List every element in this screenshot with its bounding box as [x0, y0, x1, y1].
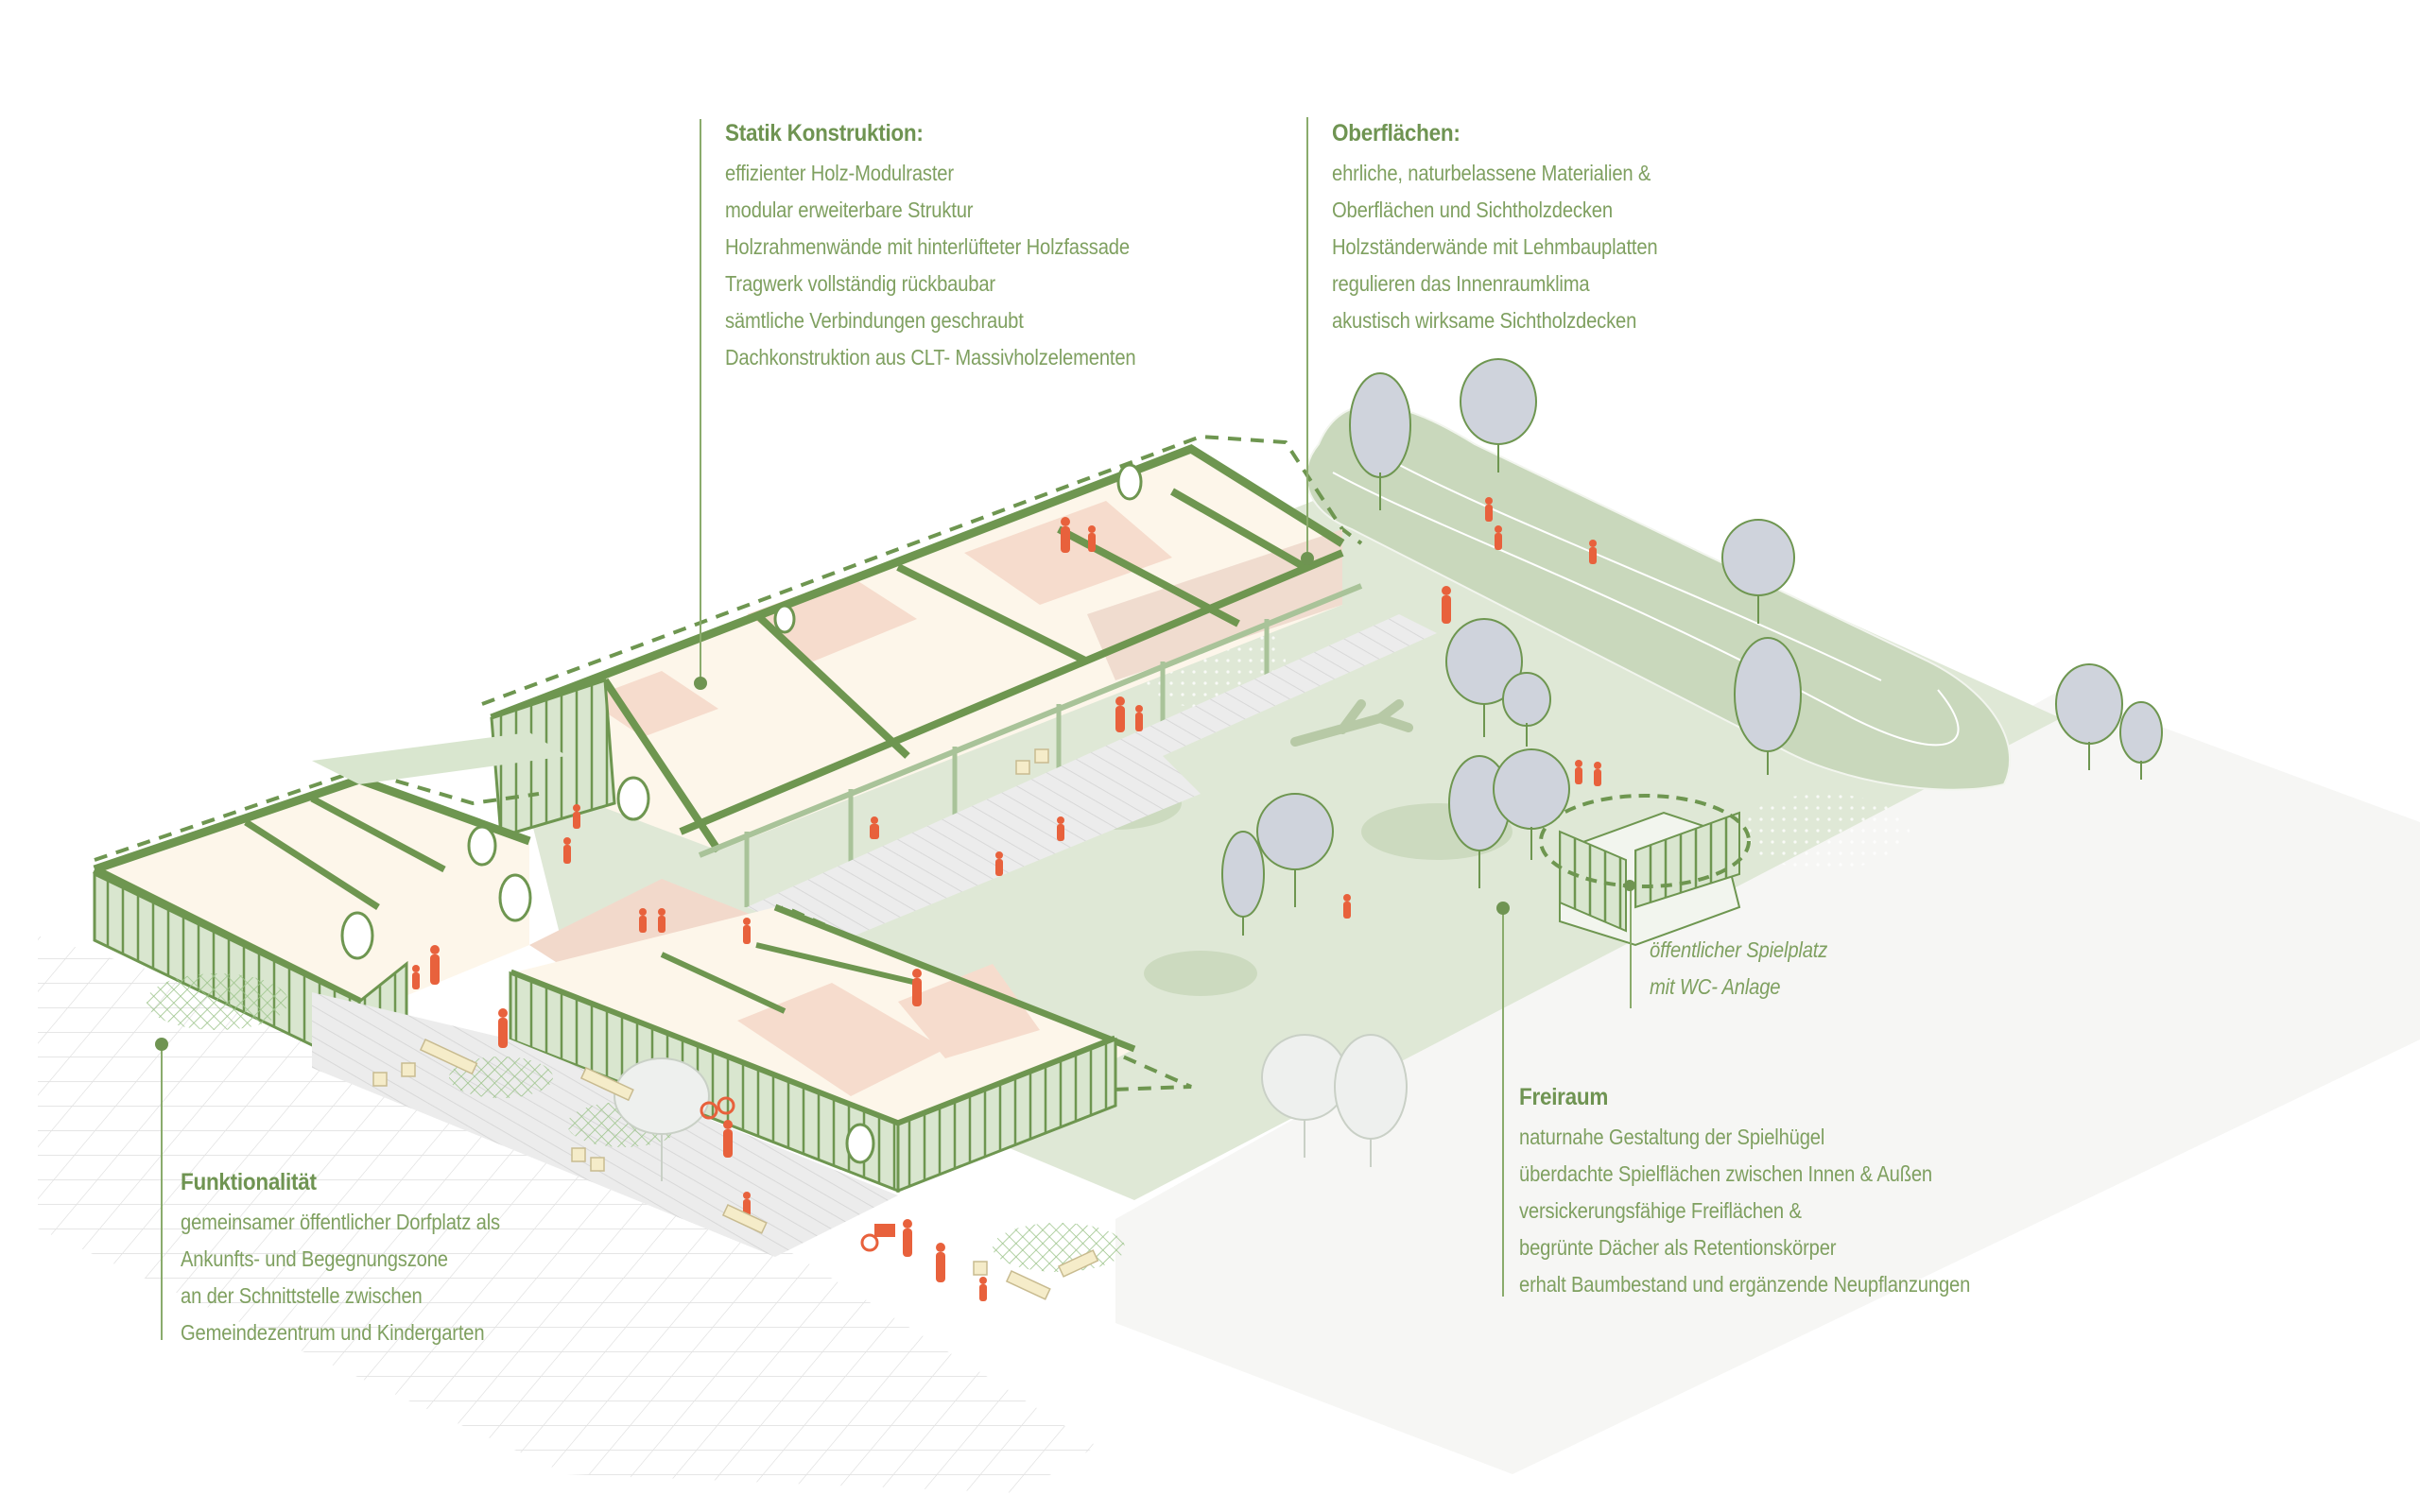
callout-funktionalitaet: Funktionalität gemeinsamer öffentlicher …	[181, 1166, 552, 1351]
people	[412, 497, 1601, 1301]
person	[658, 908, 666, 933]
callout-line: begrünte Dächer als Retentionskörper	[1519, 1235, 1837, 1260]
leader-dot-statik	[694, 677, 707, 690]
callout-line: modular erweiterbare Struktur	[725, 198, 974, 222]
building-upper-wing	[481, 434, 1437, 945]
callout-title: Freiraum	[1519, 1084, 1609, 1110]
tree	[614, 1057, 710, 1181]
planting-bed	[147, 973, 288, 1030]
callout-line: effizienter Holz-Modulraster	[725, 161, 954, 185]
wc-pavilion	[1539, 794, 1751, 947]
person	[1061, 517, 1070, 553]
callout-line: Oberflächen und Sichtholzdecken	[1332, 198, 1613, 222]
tree	[1221, 831, 1265, 936]
leader-dot-funktionalitaet	[155, 1038, 168, 1051]
callout-line: Dachkonstruktion aus CLT- Massivholzelem…	[725, 345, 1136, 369]
tree	[1460, 358, 1537, 472]
person	[1495, 525, 1502, 550]
person	[1575, 760, 1582, 784]
callout-line: versickerungsfähige Freiflächen &	[1519, 1198, 1802, 1223]
callout-line: öffentlicher Spielplatz	[1650, 937, 1828, 962]
person	[1135, 705, 1143, 731]
person	[1088, 525, 1096, 552]
benches	[372, 748, 1099, 1300]
person	[1442, 586, 1451, 624]
trees	[1221, 358, 2163, 936]
person	[979, 1277, 987, 1301]
callout-line: naturnahe Gestaltung der Spielhügel	[1519, 1125, 1825, 1149]
person	[903, 1219, 912, 1257]
callout-line: Holzständerwände mit Lehmbauplatten	[1332, 234, 1658, 259]
leader-dot-oberflaechen	[1301, 552, 1314, 565]
callout-line: regulieren das Innenraumklima	[1332, 271, 1590, 296]
callout-line: Holzrahmenwände mit hinterlüfteter Holzf…	[725, 234, 1130, 259]
callout-line: ehrliche, naturbelassene Materialien &	[1332, 161, 1651, 185]
callout-line: Tragwerk vollständig rückbaubar	[725, 271, 995, 296]
person	[912, 969, 922, 1006]
person	[1057, 816, 1064, 841]
ground-plane	[1115, 690, 2420, 1474]
leader-line-funktionalitaet	[161, 1043, 163, 1340]
callout-line: gemeinsamer öffentlicher Dorfplatz als	[181, 1210, 500, 1234]
callout-line: überdachte Spielflächen zwischen Innen &…	[1519, 1161, 1933, 1186]
planting-bed	[993, 1223, 1125, 1272]
callout-title: Funktionalität	[181, 1169, 317, 1195]
callout-title: Oberflächen:	[1332, 120, 1461, 146]
person	[563, 837, 571, 864]
tree	[1502, 672, 1551, 747]
leader-line-spielplatz	[1630, 885, 1632, 1008]
person	[430, 945, 440, 985]
tree	[1445, 618, 1523, 737]
leader-dot-spielplatz	[1624, 880, 1635, 891]
person	[1343, 894, 1351, 919]
person	[743, 918, 751, 944]
person	[1594, 762, 1601, 786]
callout-line: akustisch wirksame Sichtholzdecken	[1332, 308, 1637, 333]
tree-trunk-log	[1290, 699, 1413, 747]
callout-oberflaechen: Oberflächen: ehrliche, naturbelassene Ma…	[1332, 117, 1711, 339]
tree	[1256, 793, 1334, 907]
person	[1485, 497, 1493, 522]
leader-line-freiraum	[1502, 907, 1504, 1297]
callout-line: sämtliche Verbindungen geschraubt	[725, 308, 1024, 333]
lawn-mound	[1144, 951, 1257, 996]
person	[573, 804, 580, 829]
person	[870, 816, 879, 839]
callout-freiraum: Freiraum naturnahe Gestaltung der Spielh…	[1519, 1081, 2044, 1303]
callout-title: Statik Konstruktion:	[725, 120, 924, 146]
tree	[2119, 701, 2163, 780]
person	[1589, 540, 1597, 564]
tree	[2055, 663, 2123, 770]
cargo-bike	[860, 1224, 895, 1252]
person	[498, 1008, 508, 1048]
callout-line: Ankunfts- und Begegnungszone	[181, 1246, 448, 1271]
leader-line-oberflaechen	[1306, 117, 1308, 558]
callout-line: erhalt Baumbestand und ergänzende Neupfl…	[1519, 1272, 1971, 1297]
tree	[1734, 637, 1802, 775]
callout-line: an der Schnittstelle zwischen	[181, 1283, 423, 1308]
tree	[1721, 519, 1795, 624]
person	[639, 908, 647, 933]
person	[723, 1120, 733, 1158]
bicycle	[700, 1096, 735, 1120]
person	[743, 1192, 751, 1216]
person	[936, 1243, 945, 1282]
tree	[1493, 748, 1570, 860]
veranda-deck	[747, 614, 1437, 945]
tree	[1334, 1034, 1408, 1167]
person	[1115, 696, 1125, 732]
person	[995, 851, 1003, 876]
person	[412, 965, 420, 989]
leader-line-statik	[700, 119, 701, 683]
callout-spielplatz: öffentlicher Spielplatz mit WC- Anlage	[1650, 932, 1857, 1005]
callout-statik-konstruktion: Statik Konstruktion: effizienter Holz-Mo…	[725, 117, 1202, 376]
callout-line: mit WC- Anlage	[1650, 974, 1781, 999]
callout-line: Gemeindezentrum und Kindergarten	[181, 1320, 485, 1345]
dorfplatz-paving	[38, 936, 1097, 1493]
tree	[1349, 372, 1411, 510]
leader-dot-freiraum	[1496, 902, 1510, 915]
